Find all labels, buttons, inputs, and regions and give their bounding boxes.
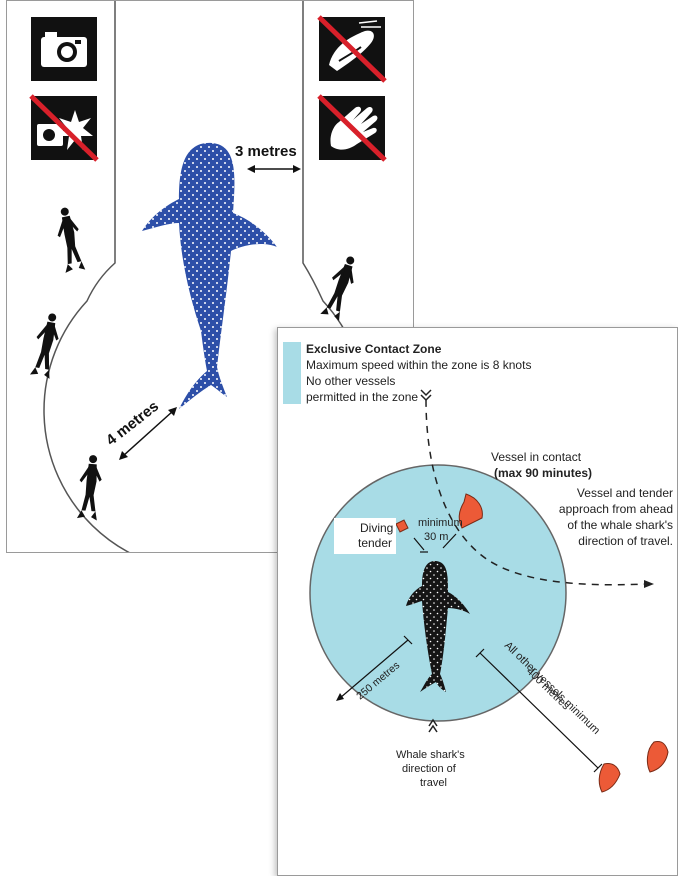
contact-zone-diagram: 250 metres All other vessels minimum 400… [278,328,677,875]
diver-icon [52,206,87,274]
approach-arrowhead [644,580,654,588]
minimum-label: minimum [418,516,463,530]
vessel-in-contact-limit: (max 90 minutes) [494,466,592,480]
camera-icon [31,17,97,81]
three-metre-label: 3 metres [235,143,297,160]
diver-icon [320,253,361,322]
contact-zone-panel: 250 metres All other vessels minimum 400… [277,327,678,876]
other-vessels-distance: 400 metres [524,666,572,713]
approach-note-line-1: Vessel and tender [577,486,673,500]
diving-tender-label-2: tender [358,536,392,550]
approach-chevrons [421,390,431,400]
diver-icon [77,454,103,520]
no-touching-icon [319,96,385,160]
direction-label-2: direction of [402,762,456,776]
approach-note-line-4: direction of travel. [578,534,673,548]
legend-no-vessels-cont: permitted in the zone [306,390,418,404]
legend-title: Exclusive Contact Zone [306,342,441,356]
no-flash-camera-icon [31,96,97,160]
minimum-value: 30 m [424,530,448,544]
direction-label-1: Whale shark's [396,748,465,762]
no-riding-icon [319,17,385,81]
approach-note-line-3: of the whale shark's [567,518,673,532]
distant-vessel [647,741,668,772]
legend-speed: Maximum speed within the zone is 8 knots [306,358,531,372]
vessel-in-contact-label: Vessel in contact [491,450,581,464]
travel-direction-chevrons [429,720,437,732]
whale-shark-figure [142,143,277,409]
approach-note-line-2: approach from ahead [559,502,673,516]
three-metre-arrow [247,165,301,173]
legend-no-vessels: No other vessels [306,374,395,388]
distant-vessel [599,763,620,792]
diving-tender-label-1: Diving [360,521,393,535]
direction-label-3: travel [420,776,447,790]
four-metre-label: 4 metres [103,398,162,449]
legend-swatch [283,342,301,404]
